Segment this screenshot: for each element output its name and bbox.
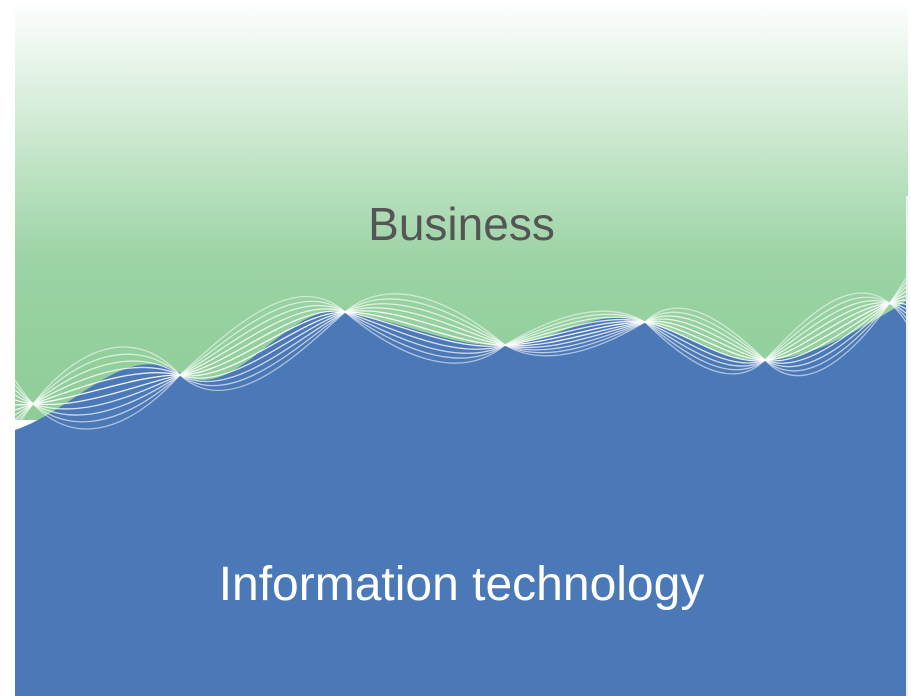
slide: Business Information technology <box>15 0 908 696</box>
information-technology-label: Information technology <box>218 558 705 611</box>
slide-edge <box>906 196 908 696</box>
background-graphic <box>15 0 908 696</box>
wave-line <box>15 292 908 431</box>
business-label: Business <box>368 198 555 250</box>
wave-lines <box>15 274 908 431</box>
it-area <box>15 300 908 696</box>
